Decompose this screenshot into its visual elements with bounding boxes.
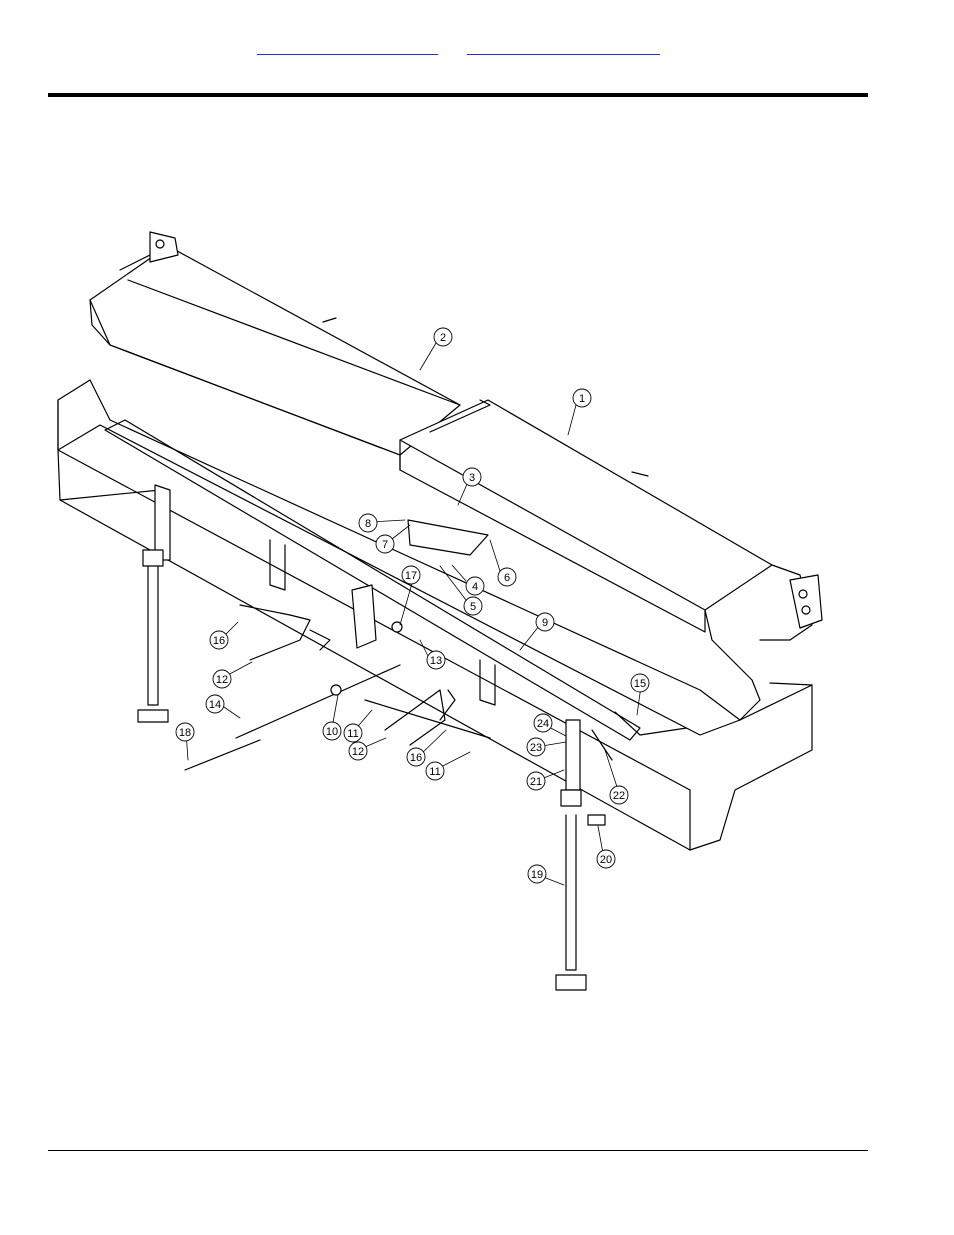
header-link-left[interactable]	[257, 40, 438, 55]
callout-24: 24	[534, 714, 552, 732]
header-link-right[interactable]	[467, 40, 660, 55]
callout-9: 9	[536, 613, 554, 631]
left-stand	[138, 550, 168, 722]
parts-diagram: 1 2 3 4 5 6 7 8 9 10 11 11 12 12 13 14 1…	[50, 215, 840, 1000]
svg-text:3: 3	[469, 472, 475, 484]
callout-2: 2	[434, 328, 452, 346]
svg-text:1: 1	[579, 393, 585, 405]
svg-text:2: 2	[440, 332, 446, 344]
callout-14: 14	[206, 695, 224, 713]
svg-text:4: 4	[472, 581, 478, 593]
svg-text:21: 21	[530, 776, 542, 788]
svg-text:14: 14	[209, 699, 221, 711]
svg-text:13: 13	[430, 655, 442, 667]
svg-text:19: 19	[531, 869, 543, 881]
callout-7: 7	[376, 535, 394, 553]
callout-4: 4	[466, 577, 484, 595]
callout-12b: 12	[349, 742, 367, 760]
svg-text:12: 12	[352, 746, 364, 758]
callout-13: 13	[427, 651, 445, 669]
right-stand	[556, 790, 586, 990]
callout-8: 8	[359, 514, 377, 532]
callout-16b: 16	[407, 748, 425, 766]
callout-22: 22	[610, 786, 628, 804]
callout-6: 6	[498, 568, 516, 586]
svg-text:5: 5	[470, 601, 476, 613]
svg-text:22: 22	[613, 790, 625, 802]
svg-text:11: 11	[429, 766, 440, 778]
callout-3: 3	[463, 468, 481, 486]
svg-text:11: 11	[347, 728, 358, 740]
callout-18: 18	[176, 723, 194, 741]
callout-16a: 16	[210, 631, 228, 649]
callout-5: 5	[464, 597, 482, 615]
svg-text:18: 18	[179, 727, 191, 739]
callout-1: 1	[573, 389, 591, 407]
callout-15: 15	[631, 674, 649, 692]
svg-text:15: 15	[634, 678, 646, 690]
svg-text:23: 23	[530, 742, 542, 754]
header-rule	[48, 93, 868, 97]
callout-17: 17	[402, 566, 420, 584]
callout-12a: 12	[213, 670, 231, 688]
callout-19: 19	[528, 865, 546, 883]
callout-10: 10	[323, 722, 341, 740]
left-hood	[90, 232, 460, 470]
callout-20: 20	[597, 850, 615, 868]
svg-text:20: 20	[600, 854, 612, 866]
svg-text:12: 12	[216, 674, 228, 686]
svg-text:9: 9	[542, 617, 548, 629]
callout-11b: 11	[426, 762, 444, 780]
svg-text:17: 17	[405, 570, 417, 582]
svg-text:8: 8	[365, 518, 371, 530]
callout-11a: 11	[344, 724, 362, 742]
svg-text:6: 6	[504, 572, 510, 584]
callout-23: 23	[527, 738, 545, 756]
svg-text:16: 16	[213, 635, 225, 647]
callout-21: 21	[527, 772, 545, 790]
svg-text:16: 16	[410, 752, 422, 764]
svg-text:24: 24	[537, 718, 549, 730]
svg-text:10: 10	[326, 726, 338, 738]
footer-rule	[48, 1150, 868, 1151]
svg-text:7: 7	[382, 539, 388, 551]
